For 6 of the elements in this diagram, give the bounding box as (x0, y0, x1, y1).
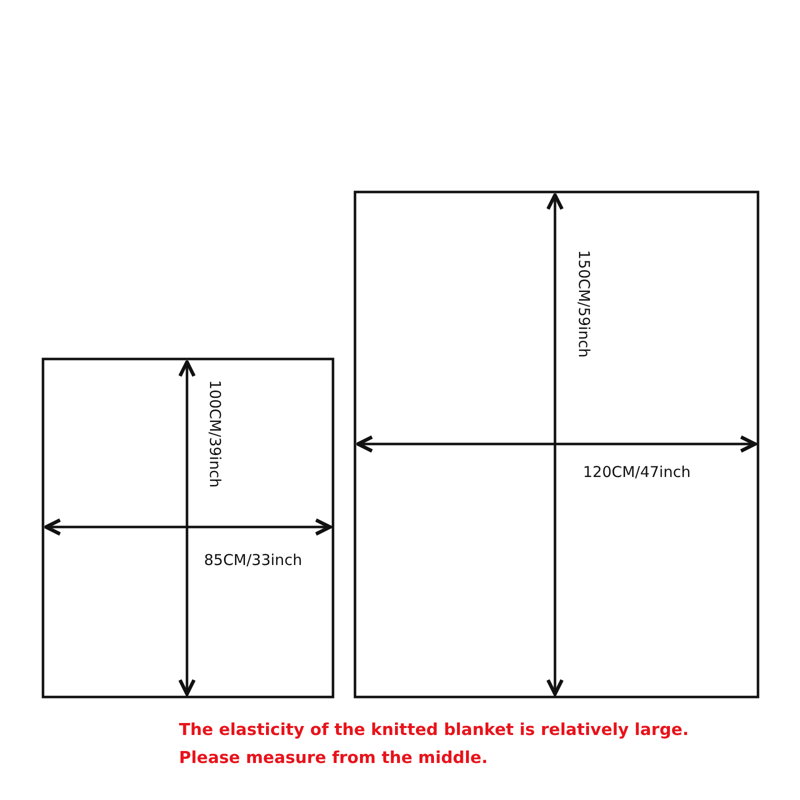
dimension-label: 150CM/59inch (576, 250, 591, 358)
note-text: The elasticity of the knitted blanket is relatively large. (179, 722, 689, 738)
dimension-label: 100CM/39inch (207, 380, 222, 488)
dimension-label: 85CM/33inch (204, 553, 302, 568)
note-text: Please measure from the middle. (179, 750, 488, 766)
dimension-label: 120CM/47inch (583, 465, 691, 480)
